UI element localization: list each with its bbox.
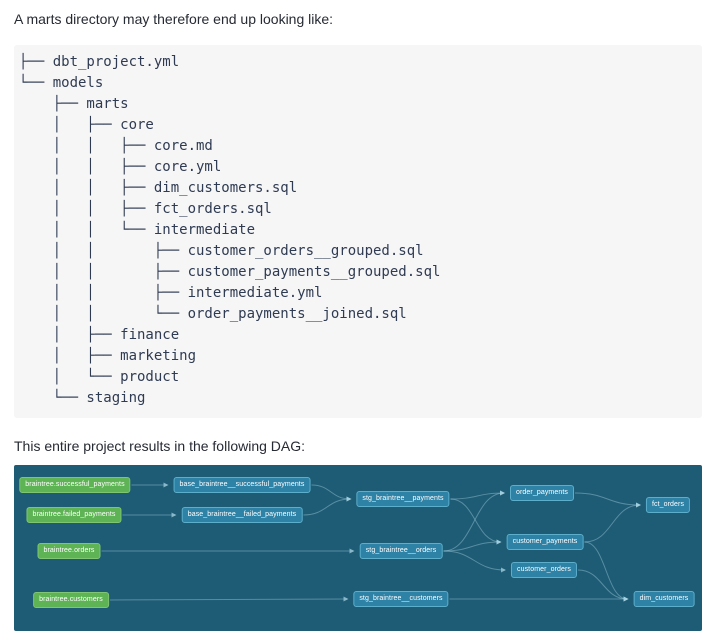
dag-edge-base_braintree__failed_payments-to-stg_braintree__payments <box>303 496 352 516</box>
dag-edge-stg_braintree__orders-to-customer_payments <box>443 539 502 552</box>
dag-node-base_braintree__successful_payments: base_braintree__successful_payments <box>173 477 311 493</box>
dag-node-stg_braintree__orders: stg_braintree__orders <box>359 543 443 559</box>
dag-node-order_payments: order_payments <box>510 485 574 501</box>
dag-edge-order_payments-to-fct_orders <box>574 492 641 508</box>
dag-edge-customer_payments-to-fct_orders <box>584 502 641 543</box>
dag-edge-braintree.customers-to-stg_braintree__customers <box>109 596 349 602</box>
dag-edge-base_braintree__successful_payments-to-stg_braintree__payments <box>311 484 352 502</box>
dag-edge-customer_payments-to-dim_customers <box>584 541 629 602</box>
dag-node-customer_orders: customer_orders <box>510 562 578 578</box>
dag-node-dim_customers: dim_customers <box>633 591 695 607</box>
dag-node-stg_braintree__payments: stg_braintree__payments <box>356 491 450 507</box>
intro-text: A marts directory may therefore end up l… <box>14 11 334 27</box>
dag-caption: This entire project results in the follo… <box>14 438 306 454</box>
dag-node-braintree.failed_payments: braintree.failed_payments <box>26 507 122 523</box>
dag-edges <box>101 482 641 602</box>
dag-node-stg_braintree__customers: stg_braintree__customers <box>353 591 449 607</box>
dag-node-braintree.successful_payments: braintree.successful_payments <box>19 477 131 493</box>
directory-tree: ├── dbt_project.yml └── models ├── marts… <box>14 45 702 418</box>
dag-edge-stg_braintree__orders-to-order_payments <box>443 490 505 552</box>
dag-edge-customer_orders-to-dim_customers <box>577 569 629 602</box>
dag-node-fct_orders: fct_orders <box>645 497 691 513</box>
dag-edge-stg_braintree__payments-to-customer_payments <box>450 498 502 545</box>
dag-node-base_braintree__failed_payments: base_braintree__failed_payments <box>181 507 303 523</box>
dag-image: braintree.successful_payments base_braint… <box>14 465 702 631</box>
dag-edge-stg_braintree__orders-to-customer_orders <box>443 550 506 573</box>
dag-node-customer_payments: customer_payments <box>506 534 584 550</box>
dag-edge-stg_braintree__payments-to-order_payments <box>450 490 505 500</box>
dag-node-braintree.orders: braintree.orders <box>37 543 101 559</box>
dag-node-braintree.customers: braintree.customers <box>33 592 109 608</box>
